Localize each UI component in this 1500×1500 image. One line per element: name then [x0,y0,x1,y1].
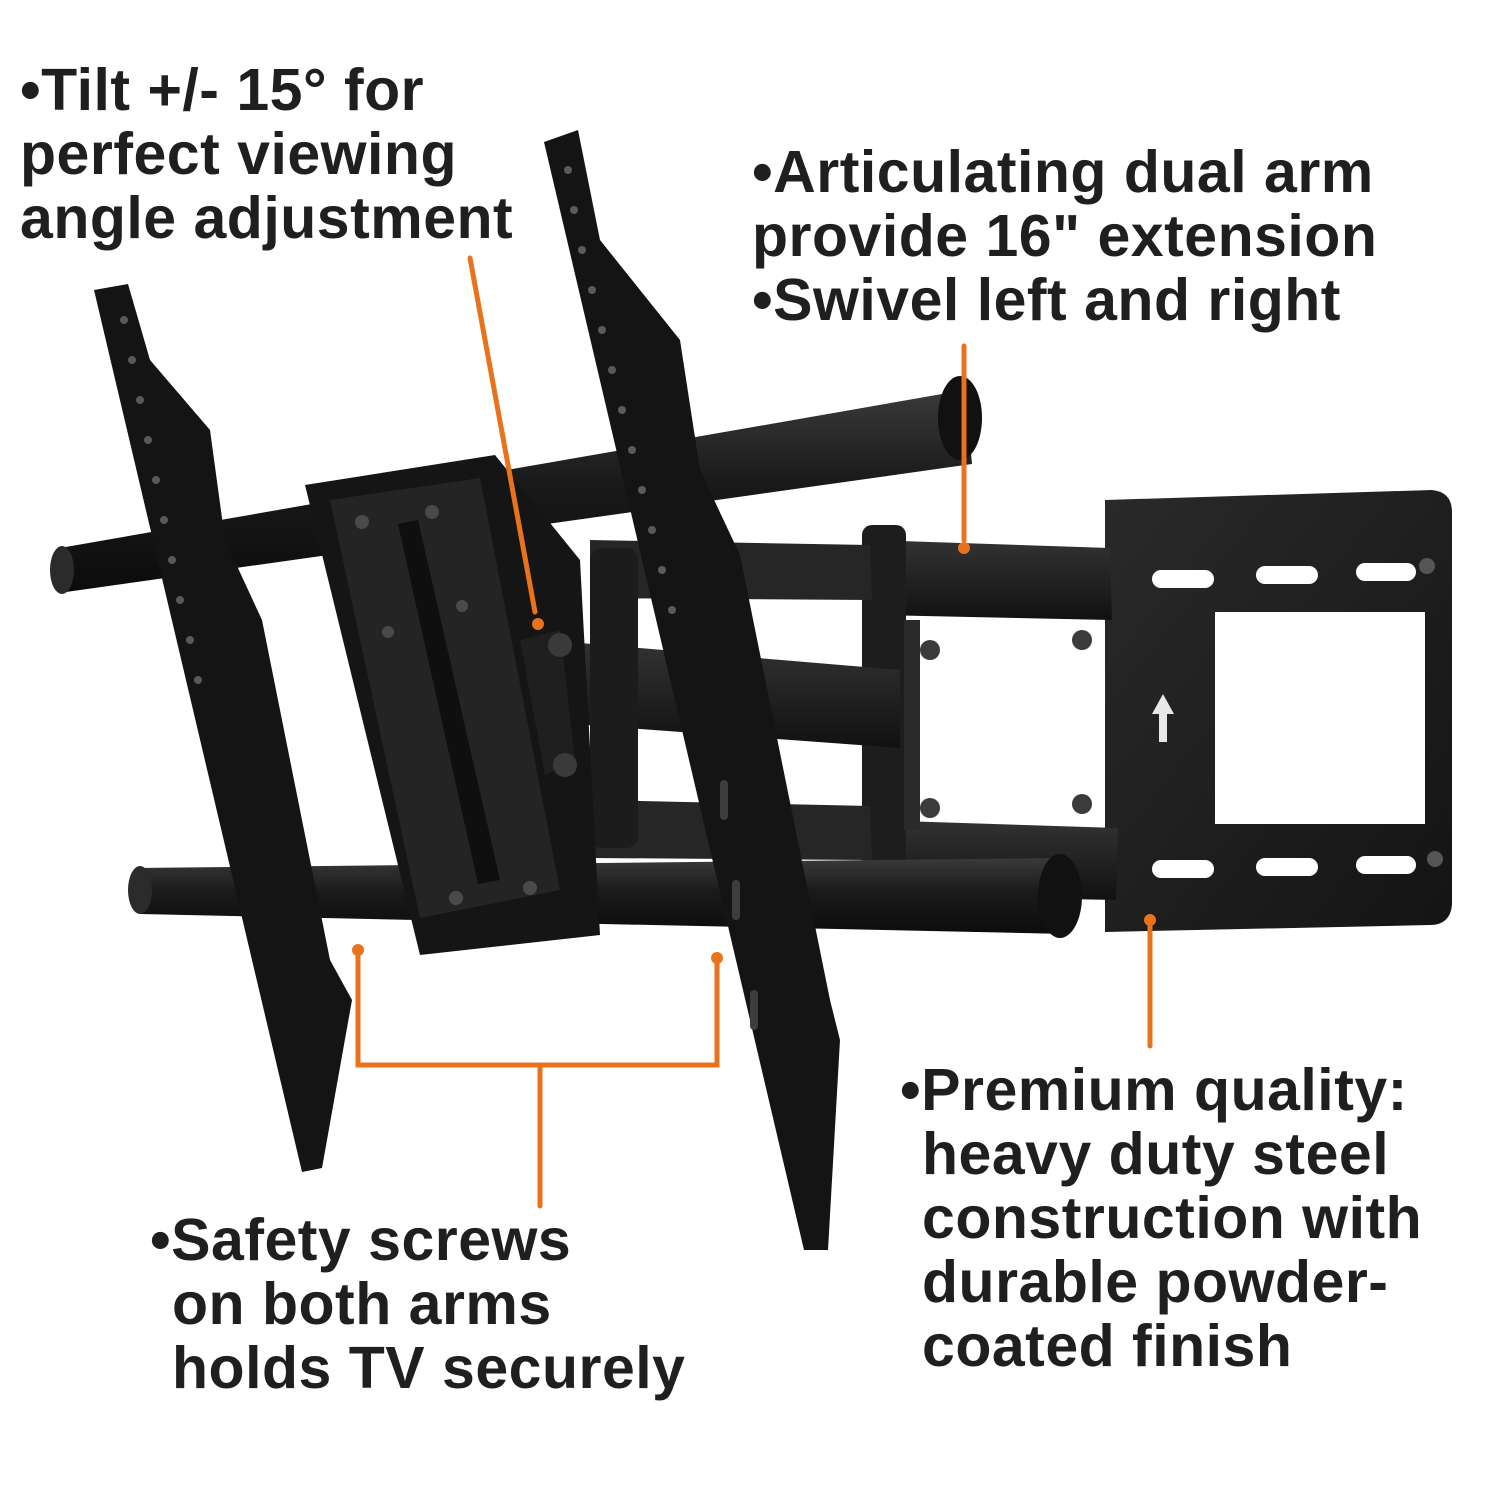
left-tv-rail [94,284,352,1172]
arm-bolt [920,630,1092,818]
arrow-up-icon [1152,694,1174,742]
tilt-bracket [305,455,600,955]
callout-tilt-line: perfect viewing [20,121,458,187]
callout-premium-line: durable powder- [922,1249,1389,1315]
callout-premium-line: heavy duty steel [922,1121,1390,1187]
callout-arm-line: •Swivel left and right [752,267,1341,333]
callout-premium-quality: •Premium quality: heavy duty steel const… [900,1058,1422,1378]
right-tv-rail [544,130,840,1250]
wall-plate-slots [1152,563,1416,878]
callout-arm-line: •Articulating dual arm [752,139,1374,205]
callout-safety-line: on both arms [172,1271,552,1337]
wall-plate-window [1215,612,1425,824]
tilt-bracket-screw [355,505,537,905]
callout-arm-line: provide 16" extension [752,203,1378,269]
callout-safety-line: holds TV securely [172,1335,686,1401]
callout-tilt-line: •Tilt +/- 15° for [20,57,425,123]
callout-premium-line: construction with [922,1185,1423,1251]
wall-plate-screw [1419,558,1443,867]
wall-plate [1105,490,1452,932]
articulating-arms [545,525,1118,905]
callout-safety-line: •Safety screws [150,1207,572,1273]
callout-tilt: •Tilt +/- 15° for perfect viewing angle … [20,58,513,250]
callout-tilt-line: angle adjustment [20,185,514,251]
callout-premium-line: coated finish [922,1313,1293,1379]
callout-safety-screws: •Safety screws on both arms holds TV sec… [150,1208,685,1400]
callout-leader-lines [352,255,1156,1209]
callout-premium-line: •Premium quality: [900,1057,1408,1123]
leader-safety [355,949,720,1209]
leader-tilt [467,255,538,615]
callout-articulating-arm: •Articulating dual arm provide 16" exten… [752,140,1377,332]
